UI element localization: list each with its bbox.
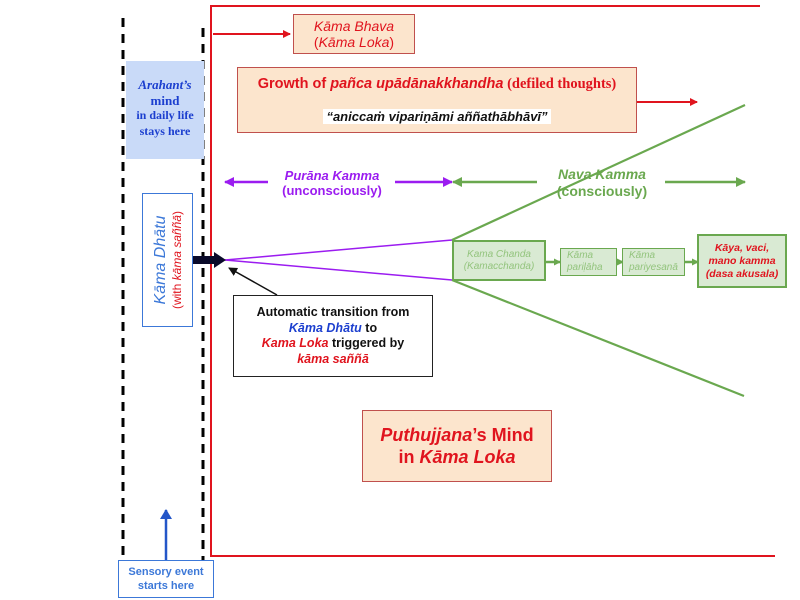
purple-lower-line [224, 259, 453, 281]
kama-chanda-line2: (Kamacchanda) [463, 260, 535, 272]
nava-kamma-label: Nava Kamma (consciously) [537, 166, 667, 200]
transition-callout: Automatic transition from Kāma Dhātu to … [233, 295, 433, 377]
kama-loka-frame [210, 5, 775, 557]
transition-line2: Kāma Dhātu to [288, 320, 378, 335]
result-line3: (dasa akusala) [705, 267, 779, 280]
kama-parilaha-line1: Kāma [567, 250, 594, 261]
arahant-box: Arahant’s mind in daily life stays here [126, 61, 204, 159]
transition-line1: Automatic transition from [256, 305, 410, 319]
growth-heading: Growth of pañca upādānakkhandha (defiled… [257, 76, 617, 92]
arahant-line1: Arahant’s [138, 77, 192, 92]
growth-box: Growth of pañca upādānakkhandha (defiled… [237, 67, 637, 133]
purana-kamma-sub: (unconsciously) [282, 183, 382, 198]
kama-bhava-title: Kāma Bhava [313, 18, 395, 34]
sensory-line1: Sensory event [128, 566, 204, 578]
purple-upper-line [224, 239, 453, 261]
growth-quote-wrap: “aniccaṁ vipariṇāmi aññathābhāvī” [238, 108, 636, 126]
puthujjana-box: Puthujjana’s Mind in Kāma Loka [362, 410, 552, 482]
arahant-line4: stays here [139, 123, 191, 138]
purana-kamma-label: Purāna Kamma (unconsciously) [268, 168, 396, 198]
kama-chanda-box: Kama Chanda (Kamacchanda) [452, 240, 546, 281]
nava-kamma-title: Nava Kamma [558, 166, 646, 182]
kama-pariyesana-line1: Kāma [629, 250, 656, 261]
green-lower-line [451, 278, 745, 398]
kama-parilaha-box: Kāma pariḷāha [560, 248, 617, 276]
puthujjana-line2: in Kāma Loka [398, 447, 516, 467]
kama-bhava-box: Kāma Bhava (Kāma Loka) [293, 14, 415, 54]
callout-pointer [228, 267, 278, 296]
transition-line3: Kama Loka triggered by [261, 336, 405, 350]
transition-line4: kāma saññā [297, 351, 369, 366]
arahant-line3: in daily life [136, 108, 194, 122]
puthujjana-line1: Puthujjana’s Mind [380, 425, 534, 445]
kama-dhatu-sub: (with kāma saññā) [169, 210, 184, 310]
anicca-quote: “aniccaṁ vipariṇāmi aññathābhāvī” [323, 109, 551, 124]
kama-pariyesana-line2: pariyesanā [629, 262, 678, 273]
kama-dhatu-title: Kāma Dhātu [151, 215, 169, 305]
kama-chanda-line1: Kama Chanda [467, 248, 531, 260]
kamma-result-box: Kāya, vaci, mano kamma (dasa akusala) [697, 234, 787, 288]
sensory-event-box: Sensory event starts here [118, 560, 214, 598]
green-upper-line [451, 104, 746, 241]
result-line1: Kāya, vaci, [714, 241, 770, 254]
arahant-line2: mind [150, 92, 180, 108]
kama-dhatu-label: Kāma Dhātu (with kāma saññā) [152, 211, 184, 309]
nava-kamma-sub: (consciously) [556, 183, 648, 199]
purana-kamma-title: Purāna Kamma [284, 168, 380, 183]
kama-pariyesana-box: Kāma pariyesanā [622, 248, 685, 276]
kama-parilaha-line2: pariḷāha [567, 262, 603, 273]
result-line2: mano kamma [708, 254, 776, 267]
transition-thick-arrowhead [214, 252, 226, 268]
kama-dhatu-box: Kāma Dhātu (with kāma saññā) [142, 193, 193, 327]
sensory-line2: starts here [137, 580, 195, 592]
kama-loka-subtitle: (Kāma Loka) [313, 34, 395, 50]
